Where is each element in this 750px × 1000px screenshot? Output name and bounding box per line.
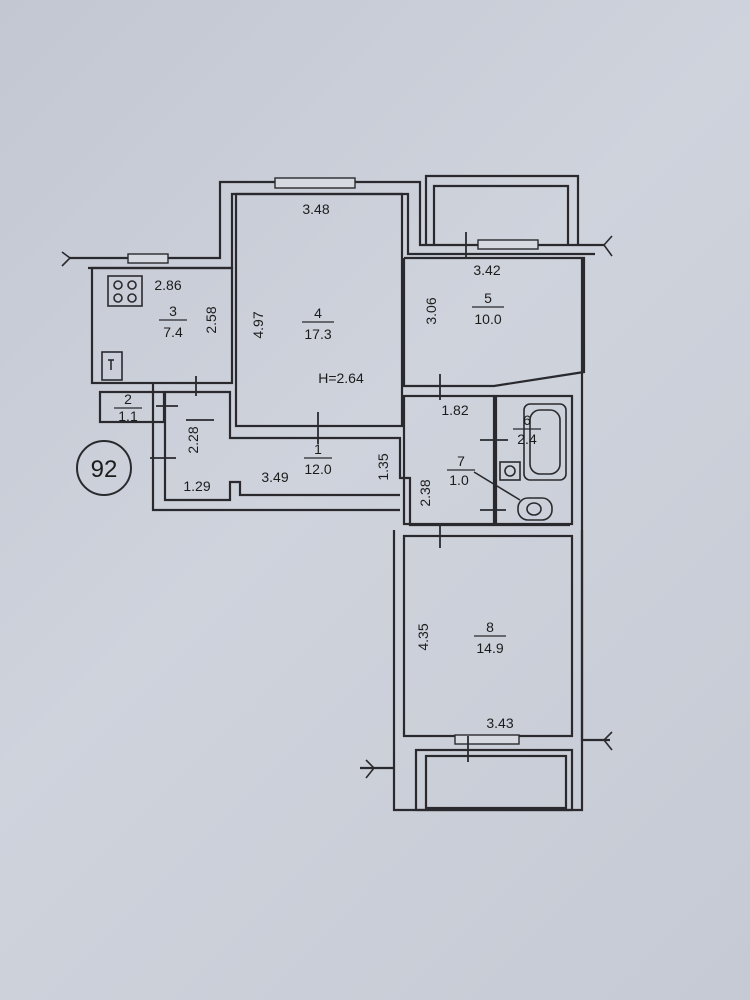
dimension-labels: 2.86 2.58 3.48 4.97 3.42 3.06 1.82 2.28 … xyxy=(154,201,513,731)
dim-corridor-width: 1.35 xyxy=(375,453,391,480)
room-5-area: 10.0 xyxy=(474,311,501,327)
room-3-number: 3 xyxy=(169,303,177,319)
room-6-area: 2.4 xyxy=(517,431,537,447)
room-labels: 1 12.0 2 1.1 3 7.4 4 17.3 5 10.0 6 2.4 7… xyxy=(114,290,541,656)
dim-corridor-length: 3.49 xyxy=(261,469,288,485)
toilet-icon xyxy=(517,497,553,521)
room-7-number: 7 xyxy=(457,453,465,469)
dim-room4-width: 3.48 xyxy=(302,201,329,217)
room-6-number: 6 xyxy=(523,412,531,428)
room-1-number: 1 xyxy=(314,441,322,457)
room-1-area: 12.0 xyxy=(304,461,331,477)
room-2-area: 1.1 xyxy=(118,408,138,424)
room-4-number: 4 xyxy=(314,305,322,321)
dim-entry-width: 1.29 xyxy=(183,478,210,494)
door-marks xyxy=(150,232,508,762)
break-marks xyxy=(61,235,613,779)
dim-room5-depth: 3.06 xyxy=(423,297,439,324)
dim-kitchen-depth: 2.58 xyxy=(203,306,219,333)
room-5-number: 5 xyxy=(484,290,492,306)
dim-room5-width: 3.42 xyxy=(473,262,500,278)
walls xyxy=(70,174,610,812)
bathtub-icon xyxy=(523,403,567,481)
fixtures xyxy=(101,275,567,521)
windows xyxy=(127,177,539,745)
room-8-number: 8 xyxy=(486,619,494,635)
room-3-area: 7.4 xyxy=(163,324,183,340)
washbasin-icon xyxy=(499,461,521,481)
apartment-number: 92 xyxy=(91,456,118,483)
dim-room8-depth: 4.35 xyxy=(415,623,431,650)
room-2-number: 2 xyxy=(124,391,132,407)
stove-icon xyxy=(107,275,143,307)
room-8-area: 14.9 xyxy=(476,640,503,656)
apartment-badge: 92 xyxy=(76,440,132,496)
dim-entry-depth: 2.28 xyxy=(185,426,201,453)
sink-icon xyxy=(101,351,123,381)
dim-room4-depth: 4.97 xyxy=(250,311,266,338)
ceiling-height: H=2.64 xyxy=(318,370,364,386)
room-4-area: 17.3 xyxy=(304,326,331,342)
dim-hall-width: 1.82 xyxy=(441,402,468,418)
dim-hall-depth: 2.38 xyxy=(417,479,433,506)
room-7-area: 1.0 xyxy=(449,472,469,488)
dim-room8-width: 3.43 xyxy=(486,715,513,731)
dim-kitchen-width: 2.86 xyxy=(154,277,181,293)
